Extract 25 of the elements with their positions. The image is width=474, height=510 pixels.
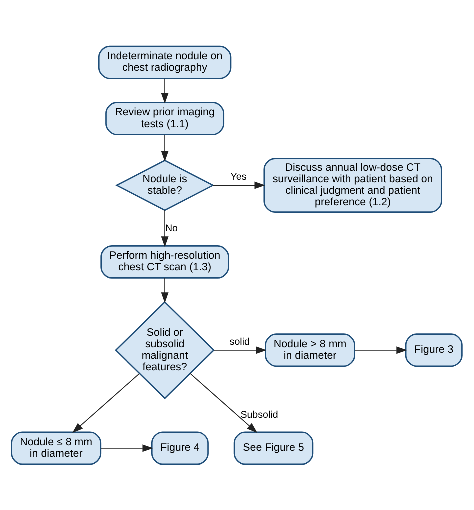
arrow [354,346,408,354]
arrow [72,372,140,433]
edge-label: solid [230,336,250,348]
node-box: Discuss annual low-dose CT surveillance with patient based on clinical judgment and patient preference (1.2) [264,158,442,212]
node-diamond: Nodule is stable? [115,159,215,211]
node-box: Indeterminate nodule on chest radiography [98,45,232,79]
arrow [161,134,169,162]
arrow [161,78,169,104]
arrow [190,372,258,433]
arrow [161,278,169,303]
node-box: Figure 3 [405,333,463,367]
node-box: See Figure 5 [234,431,314,465]
node-box: Nodule > 8 mm in diameter [265,333,356,367]
node-box: Nodule ≤ 8 mm in diameter [11,431,102,465]
node-box: Perform high-resolution chest CT scan (1.3) [100,244,230,278]
edge-label: No [165,223,178,234]
edge-label: Subsolid [240,409,278,420]
arrow [214,346,267,354]
edge-label: Yes [230,172,247,183]
node-box: Review prior imaging tests (1.1) [106,102,225,135]
arrow [161,210,169,247]
node-diamond: Solid or subsolid malignant features? [115,300,215,399]
node-box: Figure 4 [151,431,209,465]
arrow [100,444,154,452]
arrow [212,181,266,189]
